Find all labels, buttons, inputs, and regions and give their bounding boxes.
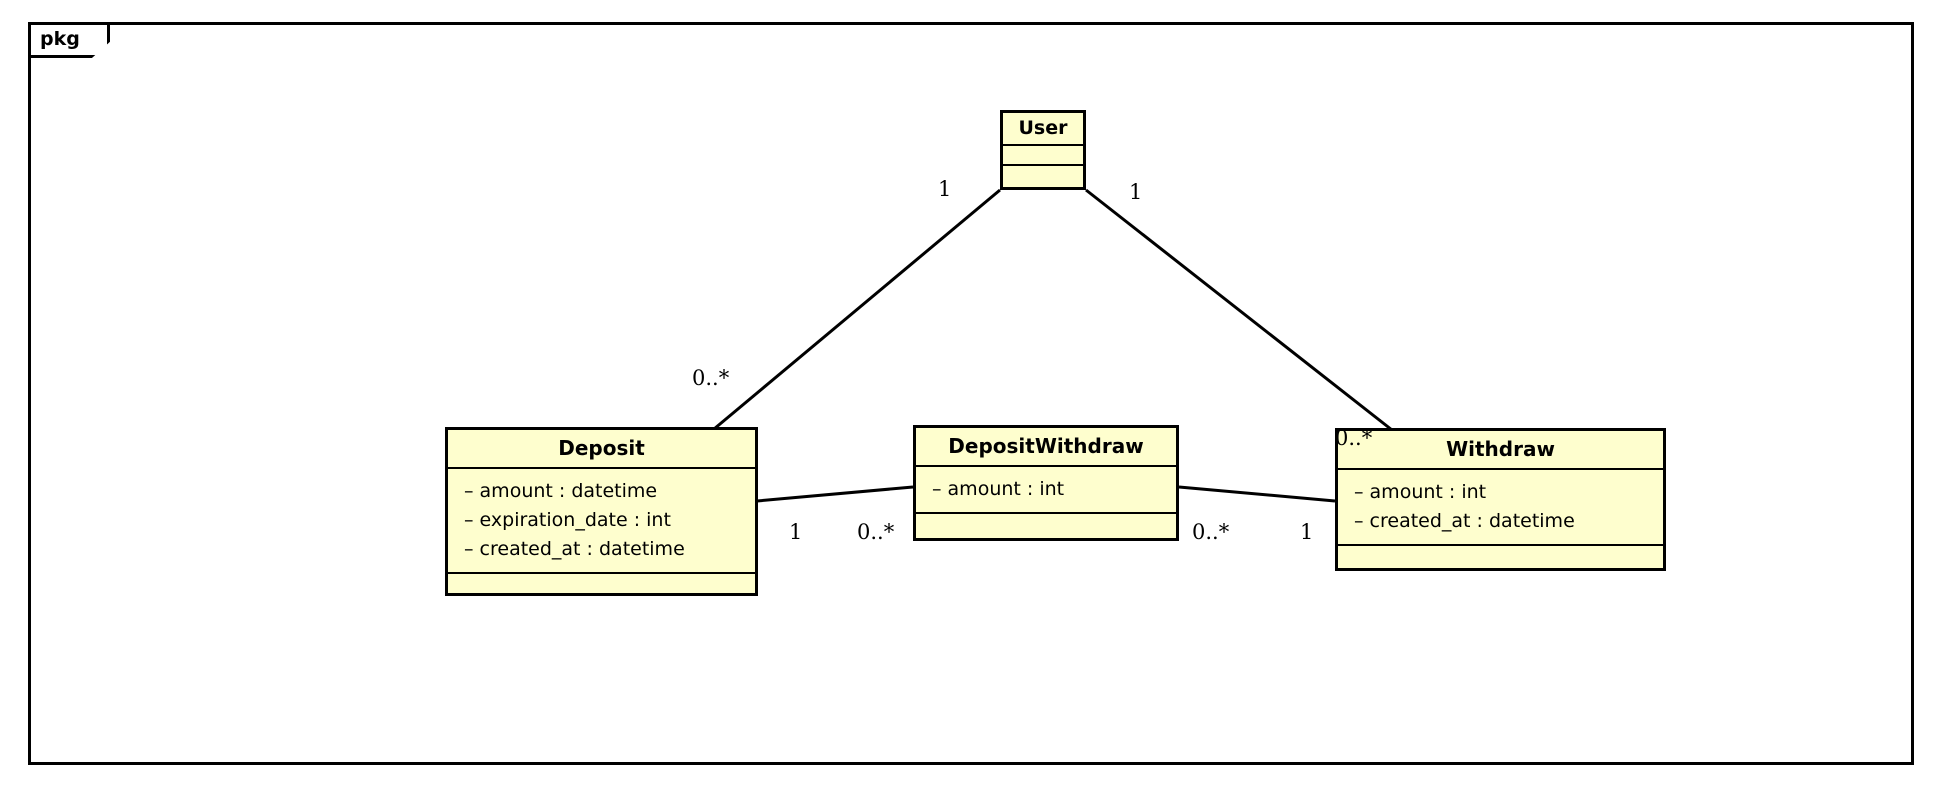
multiplicity-depositwithdraw-withdraw-source: 0..*: [1192, 520, 1230, 544]
attribute-row: – amount : int: [932, 478, 1065, 500]
class-separator: [448, 572, 755, 574]
class-box-depositwithdraw[interactable]: DepositWithdraw – amount : int: [913, 425, 1179, 541]
class-operations-withdraw: [1338, 546, 1663, 568]
class-box-withdraw[interactable]: Withdraw – amount : int – created_at : d…: [1335, 428, 1666, 571]
class-attributes-depositwithdraw: – amount : int: [916, 467, 1176, 512]
multiplicity-user-withdraw-target: 0..*: [1335, 426, 1373, 450]
attribute-row: – created_at : datetime: [1354, 510, 1575, 532]
class-separator: [1003, 144, 1083, 146]
class-box-user[interactable]: User: [1000, 110, 1086, 190]
association-deposit-depositwithdraw: [756, 485, 914, 503]
class-name-withdraw: Withdraw: [1446, 437, 1555, 461]
attribute-row: – amount : int: [1354, 481, 1487, 503]
package-frame: [28, 22, 1914, 765]
class-name-user: User: [1018, 117, 1068, 139]
class-box-deposit[interactable]: Deposit – amount : datetime – expiration…: [445, 427, 758, 596]
association-user-withdraw: [1085, 188, 1393, 432]
class-operations-deposit: [448, 574, 755, 596]
class-attributes-deposit: – amount : datetime – expiration_date : …: [448, 469, 755, 572]
multiplicity-deposit-depositwithdraw-target: 0..*: [857, 520, 895, 544]
association-user-deposit: [713, 188, 1001, 431]
class-separator: [1338, 468, 1663, 470]
class-separator: [1338, 544, 1663, 546]
class-name-deposit: Deposit: [558, 436, 645, 460]
attribute-row: – expiration_date : int: [464, 509, 671, 531]
class-attributes-withdraw: – amount : int – created_at : datetime: [1338, 470, 1663, 544]
package-tab: [28, 22, 110, 58]
association-depositwithdraw-withdraw: [1178, 485, 1336, 503]
package-tab-label: pkg: [40, 28, 80, 50]
class-operations-user: [1003, 166, 1083, 184]
class-separator: [916, 465, 1176, 467]
multiplicity-depositwithdraw-withdraw-target: 1: [1300, 520, 1314, 544]
attribute-row: – amount : datetime: [464, 480, 658, 502]
attribute-row: – created_at : datetime: [464, 538, 685, 560]
class-separator: [1003, 164, 1083, 166]
multiplicity-user-withdraw-source: 1: [1129, 180, 1143, 204]
class-attributes-user: [1003, 146, 1083, 164]
class-separator: [916, 512, 1176, 514]
multiplicity-user-deposit-target: 0..*: [692, 366, 730, 390]
multiplicity-deposit-depositwithdraw-source: 1: [789, 520, 803, 544]
class-separator: [448, 467, 755, 469]
class-operations-depositwithdraw: [916, 514, 1176, 536]
multiplicity-user-deposit-source: 1: [938, 177, 952, 201]
class-name-depositwithdraw: DepositWithdraw: [948, 434, 1144, 458]
